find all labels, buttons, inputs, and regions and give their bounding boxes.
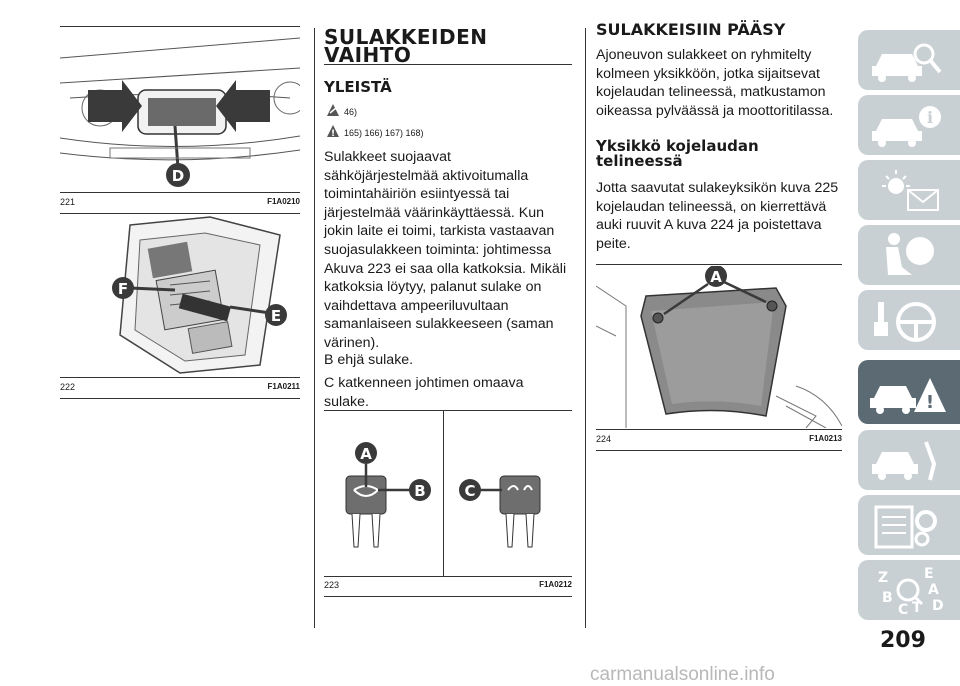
tab-airbag-seat[interactable] [858, 225, 960, 285]
figure-222-image: F E [112, 216, 287, 374]
index-letters-icon: Z E A B C T D [878, 566, 944, 618]
paragraph: Sulakkeet suojaavat sähköjärjestelmää ak… [324, 149, 567, 351]
index-letter: T [912, 600, 922, 616]
car-search-icon [872, 43, 942, 82]
tab-car-search[interactable] [858, 30, 960, 90]
figure-222-caption: 222 F1A0211 [60, 382, 300, 394]
figure-code: F1A0213 [809, 434, 842, 443]
figure-224-image: A [596, 266, 842, 428]
figure-221-caption: 221 F1A0210 [60, 197, 300, 209]
technical-data-icon [874, 505, 937, 549]
watermark: carmanualsonline.info [590, 664, 775, 685]
paragraph: C katkenneen johtimen omaava sulake. [324, 375, 524, 410]
subsection-title: Yksikkö kojelaudan telineessä [596, 137, 759, 170]
tab-car-warning[interactable]: ! [858, 360, 960, 424]
svg-text:!: ! [331, 129, 335, 138]
figure-221-image: D [60, 28, 300, 190]
svg-text:!: ! [926, 392, 934, 413]
tab-car-info[interactable]: i [858, 95, 960, 155]
figure-223-caption: 223 F1A0212 [324, 580, 572, 592]
tab-technical-data[interactable] [858, 495, 960, 555]
steering-wheel-icon [874, 302, 936, 342]
page-number: 209 [880, 628, 926, 653]
figure-number: 223 [324, 580, 340, 590]
index-letter: D [932, 598, 944, 614]
paragraph: Ajoneuvon sulakkeet on ryhmitelty kolmee… [596, 47, 834, 119]
dashboard-lights-icon [882, 170, 939, 211]
tab-steering-wheel[interactable] [858, 290, 960, 350]
reference-notes: 165) 166) 167) 168) [344, 128, 424, 138]
index-letter: B [882, 590, 893, 606]
figure-code: F1A0212 [539, 580, 572, 589]
paragraph: B ehjä sulake. [324, 352, 414, 368]
figure-number: 222 [60, 382, 76, 392]
figure-number: 221 [60, 197, 76, 207]
figure-code: F1A0210 [267, 197, 300, 206]
figure-223-image: A B C [345, 442, 541, 548]
car-info-icon: i [872, 106, 941, 147]
callout-e: E [271, 307, 281, 325]
callout-d: D [172, 167, 184, 185]
callout-c: C [464, 482, 475, 500]
tab-dashboard-lights[interactable] [858, 160, 960, 220]
index-letter: E [924, 566, 934, 582]
index-letter: C [898, 602, 908, 618]
warning-triangle-icon: ! [326, 124, 340, 143]
index-letter: A [928, 582, 939, 598]
section-title: SULAKKEIDEN VAIHTO [324, 25, 488, 67]
car-warning-icon: ! [870, 378, 946, 414]
svg-text:i: i [927, 108, 933, 127]
figure-number: 224 [596, 434, 612, 444]
section-title: SULAKKEISIIN PÄÄSY [596, 20, 786, 39]
paragraph: Jotta saavutat sulakeyksikön kuva 225 ko… [596, 180, 839, 252]
subsection-title: YLEISTÄ [324, 78, 392, 96]
car-service-icon [872, 441, 937, 481]
tab-car-service[interactable] [858, 430, 960, 490]
tab-index[interactable]: Z E A B C T D [858, 560, 960, 620]
callout-f: F [118, 280, 128, 298]
reference-notes: 46) [344, 107, 358, 117]
index-letter: Z [878, 570, 888, 586]
wrench-warning-icon [326, 103, 340, 122]
callout-a: A [710, 268, 722, 286]
figure-224-caption: 224 F1A0213 [596, 434, 842, 446]
airbag-seat-icon [886, 233, 934, 275]
callout-a: A [360, 445, 372, 463]
figure-code: F1A0211 [267, 382, 300, 391]
callout-b: B [414, 482, 425, 500]
